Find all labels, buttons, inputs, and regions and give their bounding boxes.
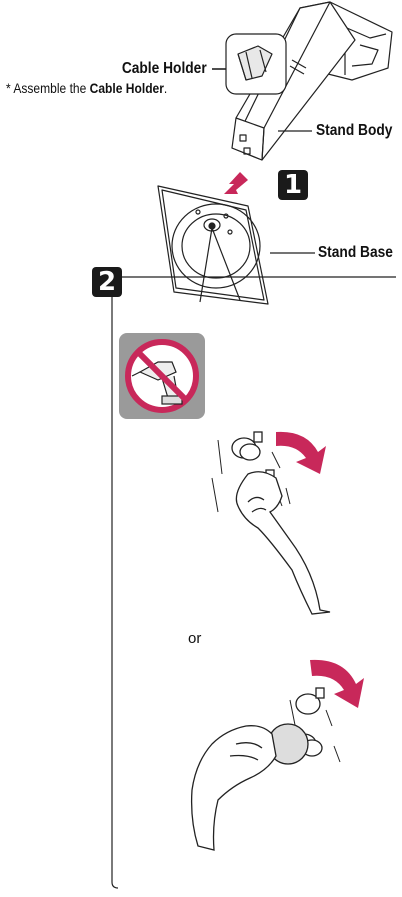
assembly-note: * Assemble the Cable Holder. — [6, 80, 167, 96]
stand-base — [158, 186, 268, 304]
step-1-badge: 1 — [278, 170, 308, 200]
step-2-badge: 2 — [92, 267, 122, 297]
or-label: or — [188, 630, 201, 647]
note-prefix: * Assemble the — [6, 80, 90, 96]
stand-body-label: Stand Body — [316, 122, 392, 140]
hand-lower — [192, 726, 276, 850]
insert-arrow — [224, 172, 248, 194]
note-emphasis: Cable Holder — [90, 80, 164, 96]
note-suffix: . — [164, 80, 167, 96]
no-power-drill-icon — [119, 333, 205, 419]
cable-holder-callout — [212, 34, 286, 94]
cable-holder-label: Cable Holder — [122, 60, 207, 78]
turn-arrow-upper — [276, 432, 326, 474]
hand-upper — [236, 472, 330, 614]
stand-base-label: Stand Base — [318, 244, 393, 262]
